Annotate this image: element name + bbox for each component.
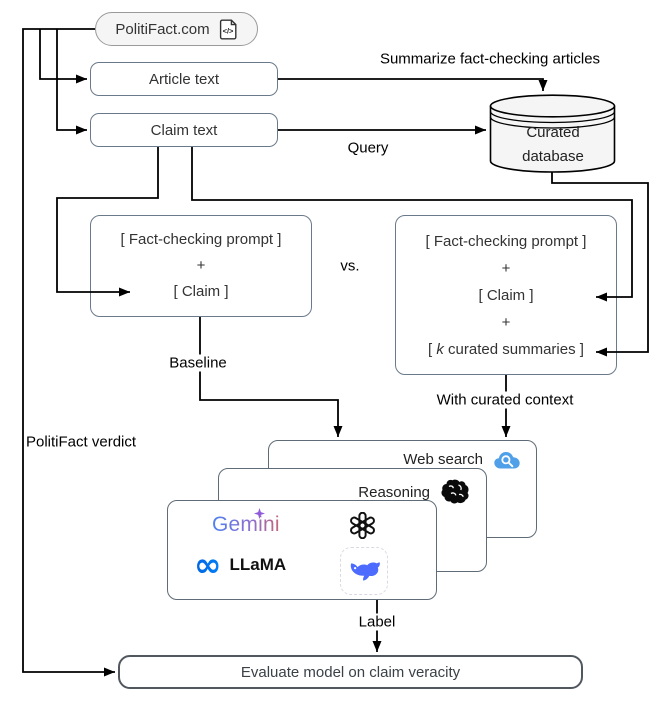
- llama-wordmark: LLaMA: [229, 555, 287, 574]
- edge-baseline-to-models: [199, 317, 343, 437]
- politifact-source-node: PolitiFact.com </>: [95, 12, 258, 46]
- deepseek-whale-icon: [340, 547, 388, 595]
- claim-text-node: Claim text: [90, 113, 278, 147]
- edge-politifact-to-article: [39, 29, 87, 84]
- article-text-node: Article text: [90, 62, 278, 96]
- gemini-logo: Gemini: [212, 508, 280, 537]
- curated-prompt-plus2: +: [501, 313, 511, 331]
- curated-prompt-summaries: [ k curated summaries ]: [428, 340, 584, 358]
- vs-label: vs.: [340, 257, 360, 275]
- evaluate-node: Evaluate model on claim veracity: [118, 655, 583, 689]
- curated-prompt-line: [ Fact-checking prompt ]: [425, 232, 587, 250]
- baseline-edge-label: Baseline: [165, 354, 231, 372]
- web-search-label: Web search: [403, 451, 483, 468]
- baseline-prompt-line: [ Fact-checking prompt ]: [120, 231, 282, 248]
- reasoning-label: Reasoning: [358, 483, 430, 501]
- curated-prompt-claim: [ Claim ]: [478, 286, 534, 304]
- curated-context-edge-label: With curated context: [432, 391, 578, 409]
- models-card: Gemini ∞ LLaMA: [167, 500, 437, 600]
- gemini-wordmark: Gemini: [212, 513, 280, 536]
- evaluate-label: Evaluate model on claim veracity: [240, 663, 461, 681]
- svg-text:</>: </>: [222, 26, 233, 35]
- llama-logo: ∞ LLaMA: [194, 545, 287, 584]
- politifact-label: PolitiFact.com: [115, 20, 210, 38]
- curated-database-label: Curated database: [522, 124, 584, 165]
- curated-prompt-node: [ Fact-checking prompt ] + [ Claim ] + […: [395, 215, 617, 375]
- claim-text-label: Claim text: [150, 121, 218, 139]
- edge-article-to-database: [278, 78, 548, 91]
- openai-logo-icon: [349, 511, 376, 544]
- baseline-prompt-node: [ Fact-checking prompt ] + [ Claim ]: [90, 215, 312, 317]
- label-edge-label: Label: [354, 613, 400, 631]
- edge-politifact-to-claim: [56, 29, 87, 135]
- gemini-sparkle-icon: [253, 506, 265, 524]
- cloud-search-icon: [492, 449, 522, 470]
- article-text-label: Article text: [148, 70, 220, 88]
- brain-icon: [439, 478, 472, 506]
- query-edge-label: Query: [347, 139, 389, 157]
- curated-prompt-plus1: +: [501, 259, 511, 277]
- summarize-edge-label: Summarize fact-checking articles: [379, 50, 601, 68]
- baseline-prompt-claim: [ Claim ]: [173, 283, 229, 300]
- politifact-verdict-label: PolitiFact verdict: [26, 433, 137, 451]
- baseline-prompt-plus: +: [196, 257, 206, 274]
- code-document-icon: </>: [219, 19, 238, 40]
- meta-logo-icon: ∞: [194, 545, 222, 584]
